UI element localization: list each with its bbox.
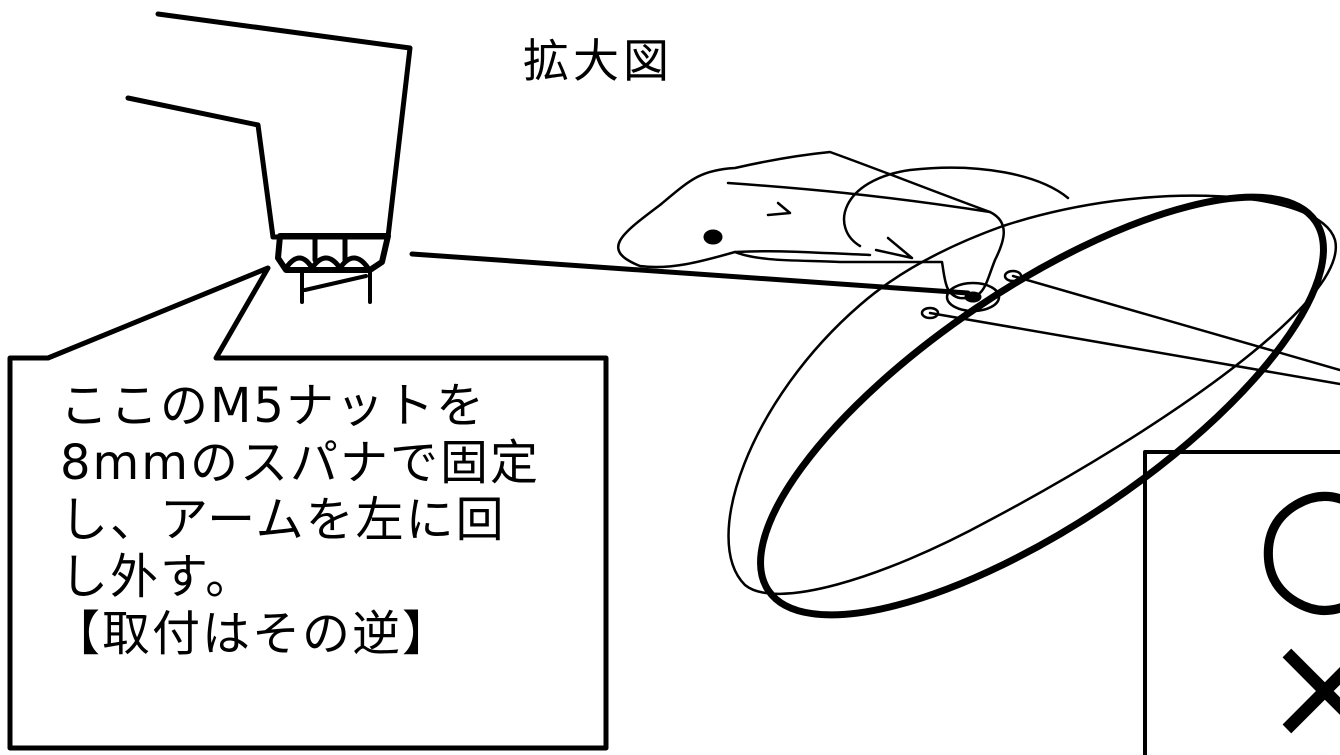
rotation-arrowhead-2 [874, 236, 914, 260]
screw-hole-2 [920, 306, 940, 320]
callout-line-5: 【取付はその逆】 [52, 606, 453, 662]
leader-line [409, 251, 971, 296]
rotation-arrowhead-1 [766, 201, 792, 217]
nut-face-arcs [283, 255, 371, 271]
arm-dot [703, 229, 723, 245]
rotation-arrow-loop [843, 166, 1070, 248]
screw-hole-1 [1003, 269, 1023, 283]
rotation-arrow-lower [733, 249, 872, 257]
arm-body-outline [125, 11, 413, 240]
pivot-hole [964, 291, 982, 303]
m5-nut [275, 233, 391, 273]
callout-text: ここのM5ナットを 8mmのスパナで固定 し、アームを左に回 し外す。 【取付は… [52, 378, 580, 663]
disc-outline-thin [727, 194, 1338, 596]
callout-line-4: し外す。 [60, 549, 256, 605]
ok-ng-box [1143, 450, 1340, 755]
page-title: 拡大図 [523, 34, 673, 88]
zoom-arm [617, 150, 1005, 300]
pointer-line-1 [1011, 274, 1340, 372]
ng-mark: × [1262, 600, 1340, 755]
bolt-thread [303, 274, 368, 292]
pivot-base [945, 281, 1001, 313]
pointer-line-2 [928, 311, 1340, 386]
callout-line-3: し、アームを左に回 [60, 492, 506, 548]
disc-outline-thick [757, 193, 1327, 619]
callout-line-1: ここのM5ナットを [60, 378, 486, 434]
callout-line-2: 8mmのスパナで固定 [60, 435, 541, 491]
rotation-arrow-upper [726, 181, 992, 214]
ok-mark: ○ [1255, 446, 1340, 633]
callout-bubble [7, 265, 609, 751]
